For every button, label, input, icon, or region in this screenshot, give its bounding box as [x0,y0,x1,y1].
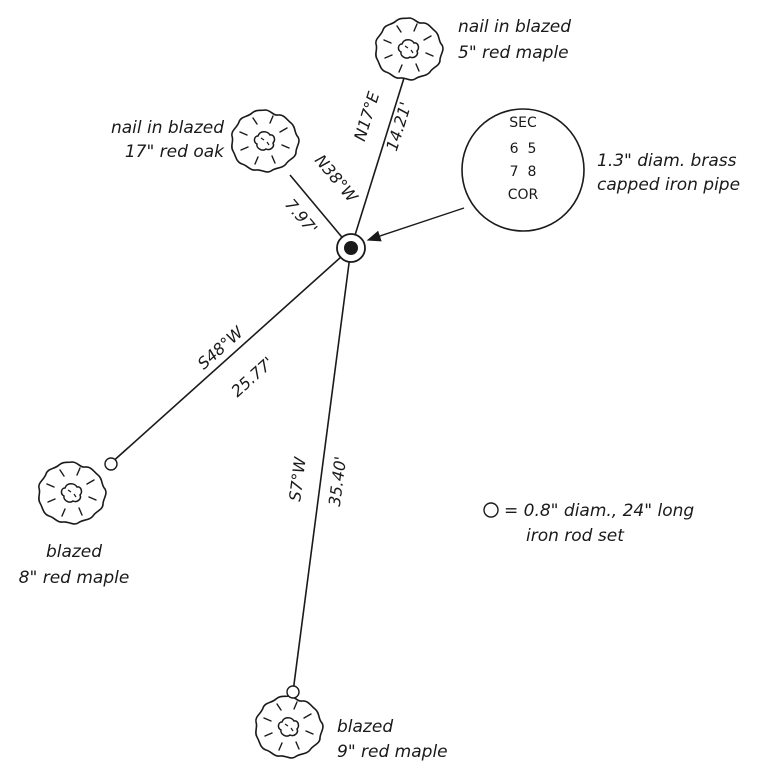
bearing-ne: N17°E [350,89,383,144]
legend-line1: = 0.8" diam., 24" long [504,501,694,521]
pipe-note-line2: capped iron pipe [597,175,740,195]
pipe-note-line1: 1.3" diam. brass [597,151,737,171]
iron-rod-sw-icon [104,457,118,471]
tree-ne-label-line1: nail in blazed [458,17,571,37]
tree-s-icon [255,695,324,759]
disk-text-line3: 7 8 [510,164,537,180]
tree-sw-icon [38,461,107,525]
tree-s-label-line2: 9" red maple [337,742,448,762]
tree-sw-label-line1: blazed [46,542,102,562]
distance-sw: 25.77' [227,353,277,401]
distance-nw: 7.97' [281,195,321,238]
disk-text-line2: 6 5 [510,141,537,157]
distance-ne: 14.21' [382,100,415,154]
leader-arrow [366,207,465,242]
tree-nw-icon [231,109,300,173]
line-ne [350,77,405,249]
line-s [292,247,352,693]
distance-s: 35.40' [325,455,350,507]
tree-ne-label-line2: 5" red maple [458,43,569,63]
line-sw [109,247,352,465]
disk-text-line1: SEC [509,115,537,131]
iron-rod-s-icon [286,685,300,699]
corner-monument-dot [344,241,358,255]
legend-rod-icon [483,502,499,518]
tree-nw-label-line2: 17" red oak [125,142,225,162]
line-nw [289,174,352,249]
bearing-s: S7°W [285,455,310,502]
legend-line2: iron rod set [526,526,625,546]
bearing-nw: N38°W [311,151,362,207]
section-corner-disk [461,108,585,232]
tree-nw-label-line1: nail in blazed [111,118,224,138]
tree-ne-icon [375,17,444,81]
tree-sw-label-line2: 8" red maple [19,568,130,588]
tree-s-label-line1: blazed [337,717,393,737]
disk-text-line4: COR [508,187,539,203]
